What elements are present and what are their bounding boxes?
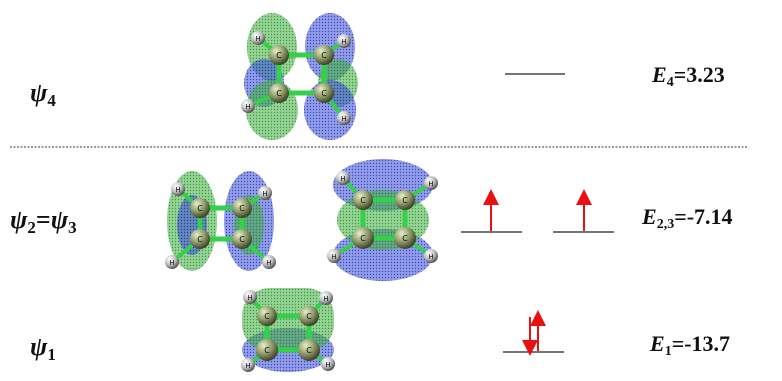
svg-text:C: C	[239, 204, 245, 213]
svg-text:C: C	[402, 234, 408, 243]
svg-text:H: H	[255, 35, 260, 43]
svg-text:C: C	[321, 89, 327, 98]
svg-text:H: H	[341, 38, 346, 46]
svg-text:H: H	[169, 259, 174, 267]
atoms-psi3: C C C C H H H H	[327, 171, 438, 263]
svg-text:C: C	[197, 235, 203, 244]
energy-label-psi4: E4=3.23	[652, 62, 725, 90]
svg-text:H: H	[262, 190, 267, 198]
svg-text:C: C	[306, 346, 312, 355]
svg-text:H: H	[247, 294, 252, 302]
orbital-psi3: C C C C H H H H	[327, 159, 438, 281]
svg-text:C: C	[360, 196, 366, 205]
atoms-psi2: C C C C H H H H	[165, 182, 276, 269]
orbital-psi4: C C C C H H H H	[241, 13, 358, 140]
atoms-psi1: C C C C H H H H	[241, 290, 335, 372]
label-psi1: ψ1	[30, 332, 56, 364]
orbital-psi1: C C C C H H H H	[241, 288, 335, 372]
svg-text:C: C	[264, 312, 270, 321]
svg-text:H: H	[340, 175, 345, 183]
atoms-psi4: C C C C H H H H	[241, 31, 351, 125]
svg-text:H: H	[266, 259, 271, 267]
svg-text:H: H	[245, 103, 250, 111]
svg-text:H: H	[175, 186, 180, 194]
svg-text:C: C	[197, 204, 203, 213]
svg-text:H: H	[341, 115, 346, 123]
svg-text:C: C	[264, 346, 270, 355]
energy-label-psi23: E2,3=-7.14	[642, 204, 733, 232]
orbital-psi2: C C C C H H H H	[165, 171, 276, 271]
svg-text:H: H	[323, 295, 328, 303]
svg-text:H: H	[428, 253, 433, 261]
svg-text:C: C	[276, 51, 282, 60]
svg-text:H: H	[428, 180, 433, 188]
svg-text:C: C	[276, 89, 282, 98]
svg-text:C: C	[306, 312, 312, 321]
svg-text:H: H	[331, 253, 336, 261]
svg-text:H: H	[325, 361, 330, 369]
energy-label-psi1: E1=-13.7	[650, 331, 731, 359]
label-psi23: ψ2=ψ3	[10, 205, 77, 237]
svg-text:C: C	[239, 235, 245, 244]
svg-text:C: C	[402, 196, 408, 205]
label-psi4: ψ4	[30, 78, 56, 110]
svg-text:C: C	[321, 51, 327, 60]
svg-text:C: C	[360, 234, 366, 243]
svg-text:H: H	[245, 362, 250, 370]
